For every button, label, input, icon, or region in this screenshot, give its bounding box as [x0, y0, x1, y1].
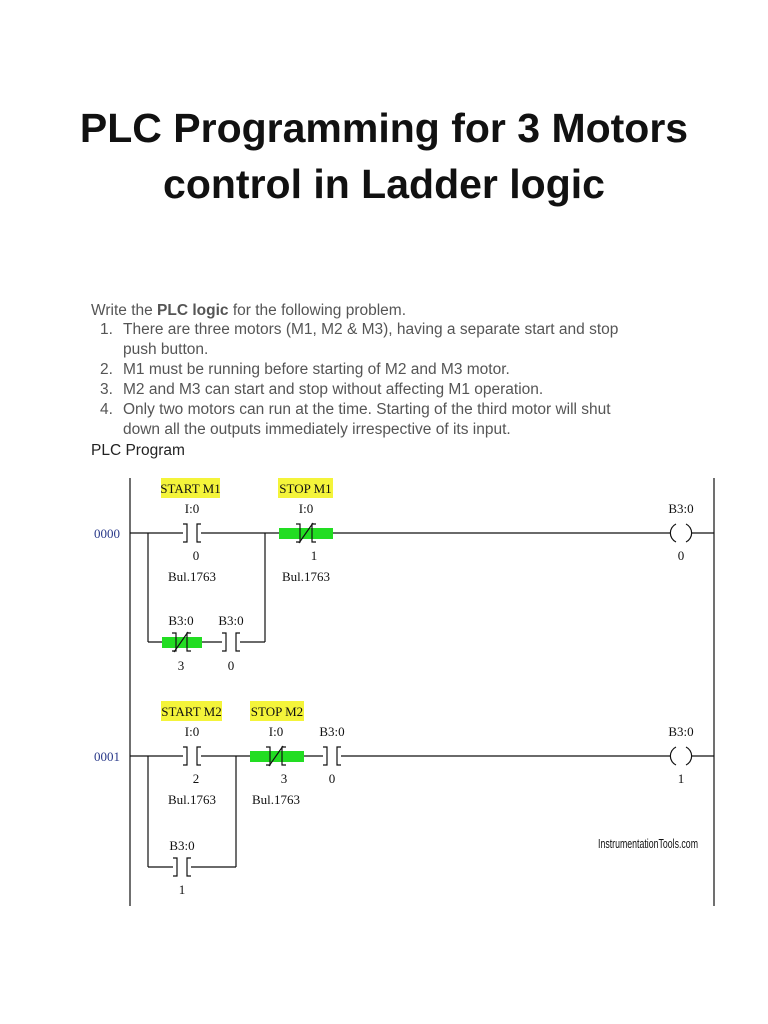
start-m1-contact: I:0 0 Bul.1763: [168, 501, 216, 584]
program-label: PLC Program: [91, 442, 185, 459]
svg-text:Bul.1763: Bul.1763: [282, 569, 330, 584]
svg-text:1: 1: [678, 771, 685, 786]
coil-b3-0: B3:0 0: [668, 501, 693, 563]
stop-m2-highlight: [250, 701, 304, 721]
watermark: InstrumentationTools.com: [598, 836, 698, 851]
start-m1-tag: START M1: [160, 481, 220, 496]
interlock-b3-0-contact: B3:0 0: [319, 724, 344, 786]
svg-text:1: 1: [311, 548, 318, 563]
svg-text:I:0: I:0: [299, 501, 313, 516]
svg-text:B3:0: B3:0: [668, 724, 693, 739]
svg-text:1: 1: [179, 882, 186, 897]
stop-m1-tag: STOP M1: [279, 481, 331, 496]
branch-b3-0-contact: B3:0 0: [218, 613, 243, 673]
start-m2-contact: I:0 2 Bul.1763: [168, 724, 216, 807]
svg-text:0: 0: [678, 548, 685, 563]
svg-text:Bul.1763: Bul.1763: [168, 569, 216, 584]
stop-m2-contact: I:0 3 Bul.1763: [250, 724, 304, 807]
svg-text:I:0: I:0: [269, 724, 283, 739]
requirements-list: 1.There are three motors (M1, M2 & M3), …: [91, 320, 691, 440]
stop-m1-contact: I:0 1 Bul.1763: [279, 501, 333, 584]
svg-text:I:0: I:0: [185, 724, 199, 739]
rung-number-1: 0001: [94, 749, 120, 764]
start-m2-tag: START M2: [161, 704, 221, 719]
svg-text:Bul.1763: Bul.1763: [252, 792, 300, 807]
svg-text:B3:0: B3:0: [169, 838, 194, 853]
svg-text:B3:0: B3:0: [668, 501, 693, 516]
coil-b3-1: B3:0 1: [668, 724, 693, 786]
branch-b3-1-contact: B3:0 1: [169, 838, 194, 897]
page-title: PLC Programming for 3 Motors control in …: [79, 105, 689, 207]
svg-text:Bul.1763: Bul.1763: [168, 792, 216, 807]
intro-text: Write the PLC logic for the following pr…: [91, 302, 407, 319]
svg-text:0: 0: [193, 548, 200, 563]
stop-m1-highlight: [278, 478, 333, 498]
svg-text:I:0: I:0: [185, 501, 199, 516]
svg-text:3: 3: [178, 658, 185, 673]
svg-text:B3:0: B3:0: [218, 613, 243, 628]
branch-b3-3-contact: B3:0 3: [162, 613, 202, 673]
rung-number-0: 0000: [94, 526, 120, 541]
intro-bold: PLC logic: [157, 302, 229, 319]
list-item: 2.M1 must be running before starting of …: [100, 361, 510, 378]
svg-text:0: 0: [228, 658, 235, 673]
list-item: 3.M2 and M3 can start and stop without a…: [100, 381, 544, 398]
stop-m2-tag: STOP M2: [251, 704, 303, 719]
start-m2-highlight: [161, 701, 222, 721]
start-m1-highlight: [161, 478, 220, 498]
svg-text:3: 3: [281, 771, 288, 786]
svg-text:2: 2: [193, 771, 200, 786]
list-item: 4.Only two motors can run at the time. S…: [100, 401, 611, 438]
svg-text:B3:0: B3:0: [319, 724, 344, 739]
list-item: 1.There are three motors (M1, M2 & M3), …: [100, 321, 619, 358]
svg-text:0: 0: [329, 771, 336, 786]
svg-text:B3:0: B3:0: [168, 613, 193, 628]
